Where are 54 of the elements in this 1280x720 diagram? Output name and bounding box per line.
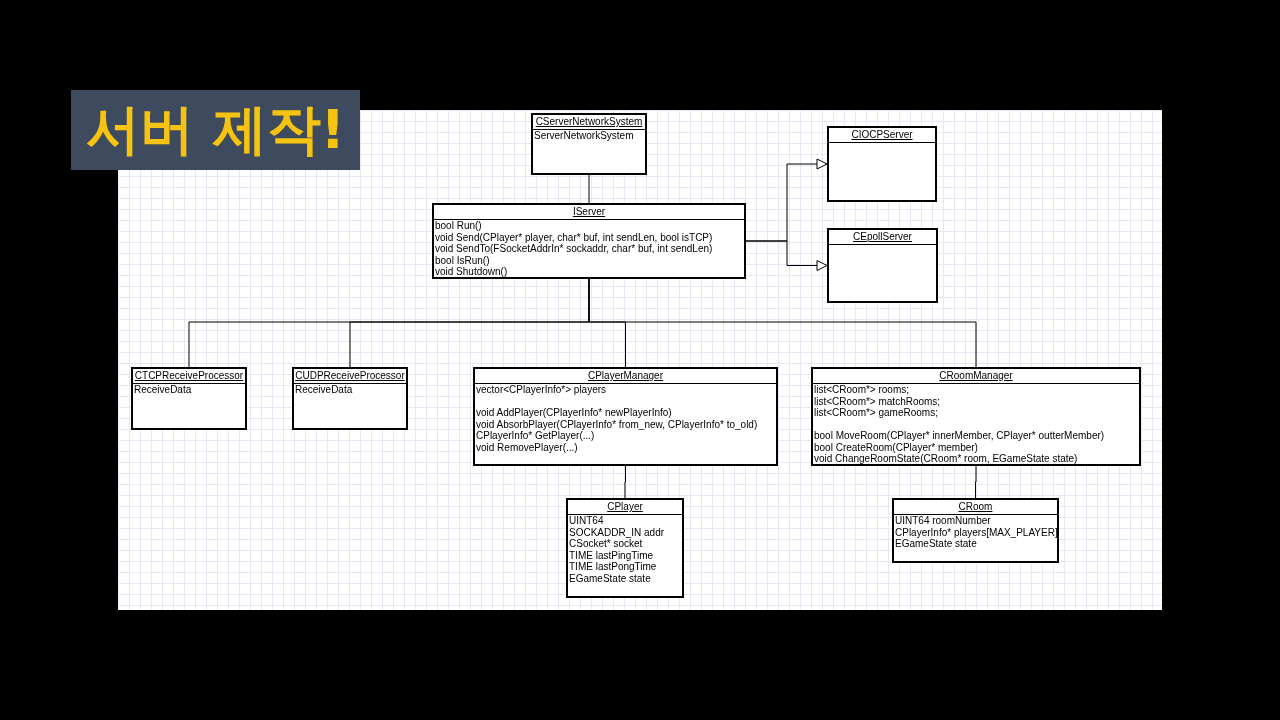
inheritance-arrow xyxy=(745,240,828,271)
connector-line xyxy=(624,465,626,499)
class-box xyxy=(566,498,684,598)
member-text: SOCKADDR_IN addr xyxy=(568,526,666,538)
member-text: EGameState state xyxy=(894,538,978,550)
connector-line xyxy=(975,465,977,499)
class-box xyxy=(473,367,778,466)
member-text: ReceiveData xyxy=(294,384,354,396)
member-text: ReceiveData xyxy=(133,384,193,396)
member-text: list<CRoom*> gameRooms; xyxy=(813,407,939,419)
member-text: void AbsorbPlayer(CPlayerInfo* from_new, CPlayerInfo* to_old) xyxy=(475,418,759,430)
connector-line xyxy=(588,278,977,368)
class-name: CPlayerManager xyxy=(475,369,776,384)
member-text: bool CreateRoom(CPlayer* member) xyxy=(813,441,979,453)
class-name: CPlayer xyxy=(568,500,682,515)
class-box xyxy=(432,203,746,279)
title-text: 서버 제작! xyxy=(85,96,346,163)
member-text: CSocket* socket xyxy=(568,538,644,550)
member-text: list<CRoom*> matchRooms; xyxy=(813,395,942,407)
class-box xyxy=(827,228,938,303)
member-text: void ChangeRoomState(CRoom* room, EGameState state) xyxy=(813,453,1079,465)
class-name: CEpollServer xyxy=(829,230,936,245)
class-name: CRoom xyxy=(894,500,1057,515)
member-text: EGameState state xyxy=(568,572,652,584)
member-text: vector<CPlayerInfo*> players xyxy=(475,384,608,396)
member-text: ServerNetworkSystem xyxy=(533,130,635,142)
class-name: CRoomManager xyxy=(813,369,1139,384)
class-name: CIOCPServer xyxy=(829,128,935,143)
class-box xyxy=(131,367,247,430)
member-text: bool MoveRoom(CPlayer* innerMember, CPlayer* outterMember) xyxy=(813,430,1106,442)
member-text: list<CRoom*> rooms; xyxy=(813,384,911,396)
class-box xyxy=(811,367,1141,466)
class-box xyxy=(292,367,408,430)
class-name: IServer xyxy=(434,205,744,220)
member-text: UINT64 xyxy=(568,515,605,527)
member-text: bool IsRun() xyxy=(434,254,491,266)
class-name: CServerNetworkSystem xyxy=(533,115,645,130)
member-text: void RemovePlayer(...) xyxy=(475,441,579,453)
class-box xyxy=(827,126,937,202)
member-text: TIME lastPingTime xyxy=(568,549,655,561)
member-text: void Send(CPlayer* player, char* buf, int sendLen, bool isTCP) xyxy=(434,231,714,243)
member-text: TIME lastPongTime xyxy=(568,561,658,573)
member-text: void Shutdown() xyxy=(434,266,509,278)
member-text: CPlayerInfo* GetPlayer(...) xyxy=(475,430,596,442)
member-text: CPlayerInfo* players[MAX_PLAYER] xyxy=(894,526,1057,538)
class-box xyxy=(892,498,1059,563)
member-text: bool Run() xyxy=(434,220,483,232)
class-name: CTCPReceiveProcessor xyxy=(133,369,245,384)
connector-line xyxy=(588,174,590,204)
class-name: CUDPReceiveProcessor xyxy=(294,369,406,384)
class-box xyxy=(531,113,647,175)
member-text: UINT64 roomNumber xyxy=(894,515,992,527)
member-text: void AddPlayer(CPlayerInfo* newPlayerInfo) xyxy=(475,407,673,419)
member-text: void SendTo(FSocketAddrIn* sockaddr, char* buf, int sendLen) xyxy=(434,243,714,255)
